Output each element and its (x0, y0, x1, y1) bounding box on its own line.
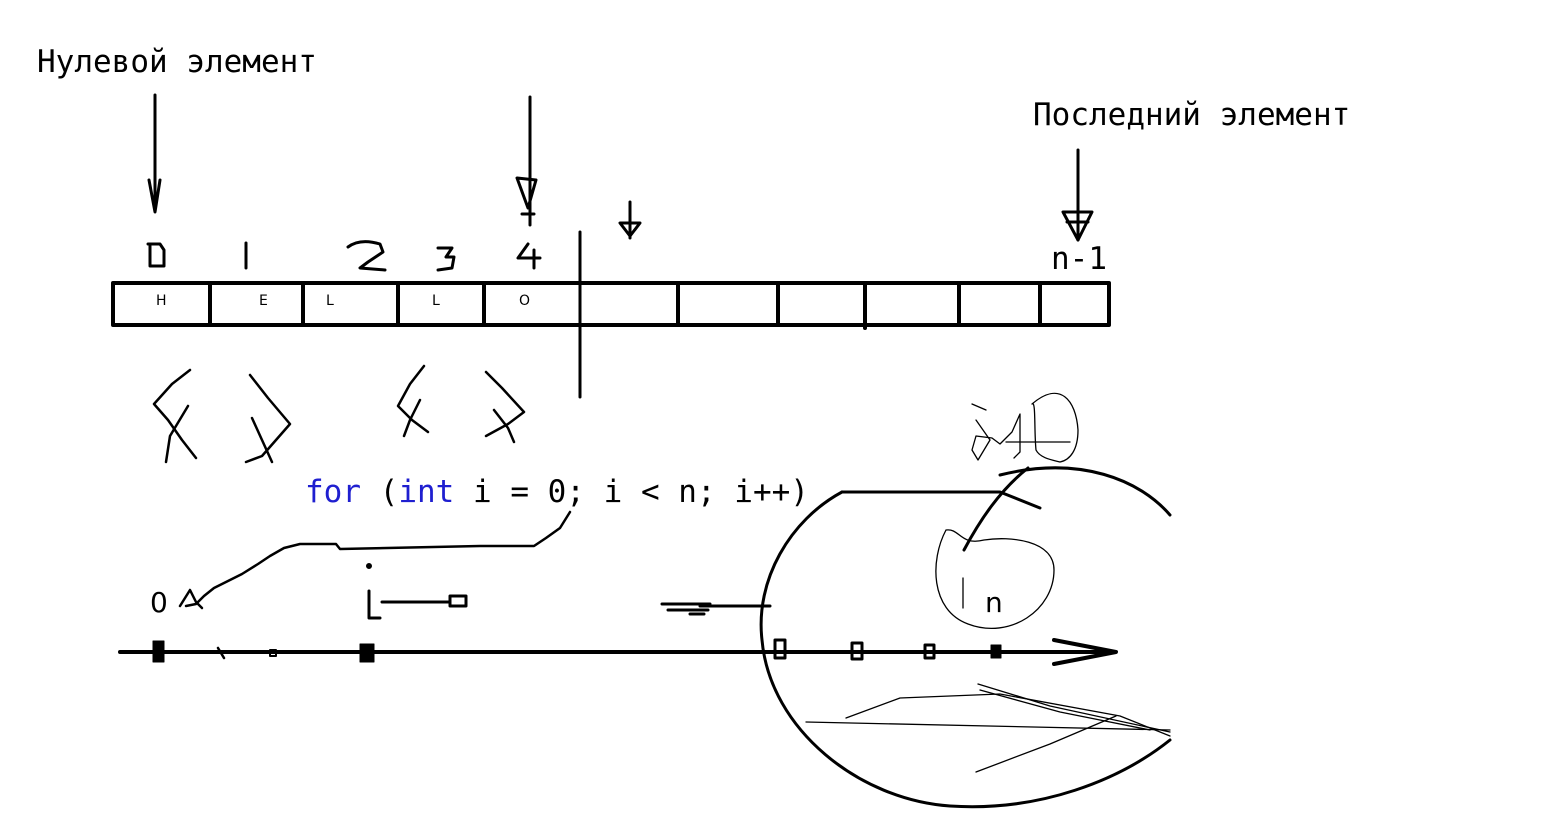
code-rest: i = 0; i < n; i++) (454, 474, 809, 510)
array-cell-1: E (259, 293, 268, 309)
index-four-arrow (515, 95, 538, 227)
index-digit-4 (516, 242, 542, 270)
for-loop-code: for (int i = 0; i < n; i++) (305, 474, 809, 510)
handwritten-indices (146, 240, 542, 272)
number-axis (118, 638, 1118, 666)
array-cell-0: H (156, 293, 167, 309)
code-keyword-int: int (398, 474, 455, 510)
last-element-arrow (1061, 148, 1094, 242)
zero-element-arrow (147, 93, 162, 214)
axis-tick-start (152, 640, 165, 663)
sketch-strokes (805, 392, 1171, 773)
init-connector-line (178, 510, 572, 610)
array-cell-3: L (432, 293, 440, 309)
code-keyword-for: for (305, 474, 361, 510)
circle-pointer (660, 602, 772, 616)
axis-tick-i (359, 643, 375, 663)
axis-start-label: 0 (150, 586, 168, 619)
index-digit-0 (146, 242, 166, 268)
zero-element-label: Нулевой элемент (37, 44, 317, 80)
index-digit-3 (436, 246, 456, 272)
separator-marker (618, 200, 642, 240)
array-cell-4: O (519, 293, 531, 309)
array-box (111, 281, 1111, 330)
crossed-out-scribbles (152, 364, 526, 464)
code-paren: ( (361, 474, 399, 510)
loop-circle (759, 466, 1172, 809)
index-digit-2 (346, 240, 387, 272)
last-element-label: Последний элемент (1033, 97, 1351, 133)
axis-end-label: n (985, 586, 1003, 619)
last-index-label: n-1 (1051, 241, 1107, 277)
condition-pointer (366, 563, 468, 620)
array-cell-2: L (326, 293, 334, 309)
